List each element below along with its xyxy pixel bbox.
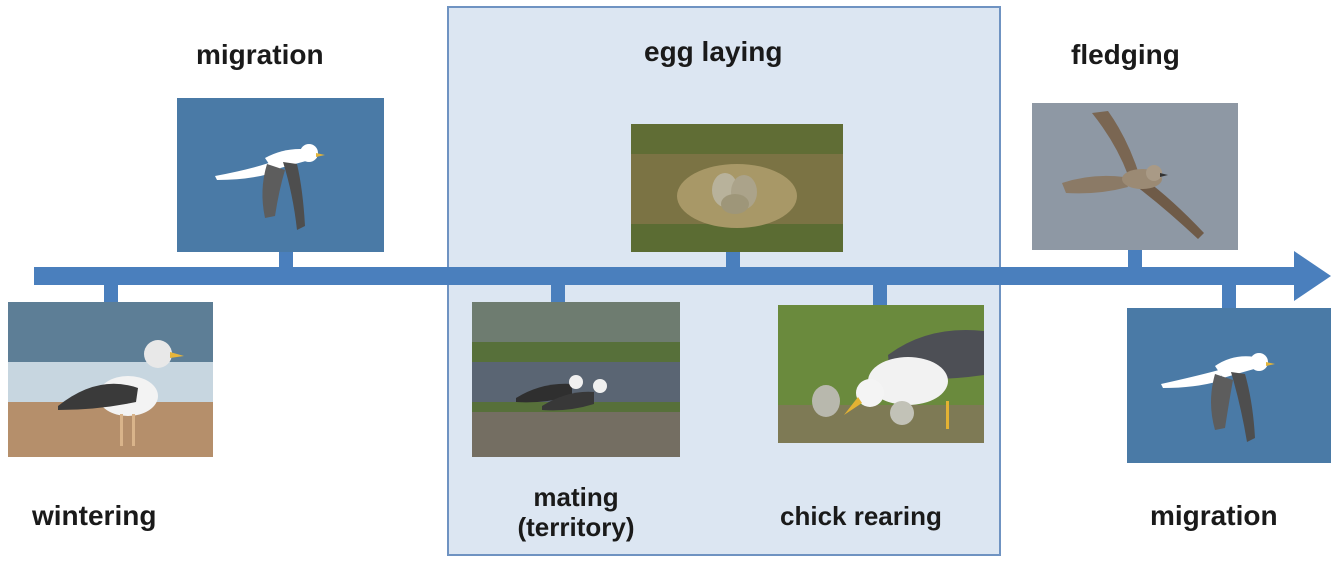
label-mating: mating (territory): [496, 483, 656, 543]
label-mating-line1: mating: [496, 483, 656, 513]
timeline-stem-wintering: [104, 283, 118, 303]
photo-egg-laying-nest: [631, 124, 843, 252]
flying-gull-illustration: [177, 98, 384, 252]
mating-gulls-illustration: [472, 302, 680, 457]
photo-fledging-juvenile: [1032, 103, 1238, 250]
juvenile-gull-illustration: [1032, 103, 1238, 250]
label-migration-2: migration: [1150, 500, 1278, 532]
timeline-axis: [34, 267, 1296, 285]
photo-migration-gull-2: [1127, 308, 1331, 463]
nest-illustration: [631, 124, 843, 252]
timeline-stem-migration-1: [279, 250, 293, 270]
timeline-stem-mating: [551, 283, 565, 303]
standing-gull-illustration: [8, 302, 213, 457]
timeline-stem-chick-rearing: [873, 283, 887, 306]
photo-migration-gull-1: [177, 98, 384, 252]
flying-gull-illustration: [1127, 308, 1331, 463]
label-fledging: fledging: [1071, 39, 1180, 71]
photo-wintering-gull: [8, 302, 213, 457]
timeline-stem-fledging: [1128, 248, 1142, 270]
label-wintering: wintering: [32, 500, 156, 532]
timeline-stem-migration-2: [1222, 283, 1236, 308]
label-chick-rearing: chick rearing: [780, 502, 942, 532]
chick-rearing-illustration: [778, 305, 984, 443]
timeline-stem-egg-laying: [726, 250, 740, 270]
label-mating-line2: (territory): [496, 513, 656, 543]
label-migration-1: migration: [196, 39, 324, 71]
timeline-arrow-head: [1294, 251, 1331, 301]
photo-mating-pair: [472, 302, 680, 457]
label-egg-laying: egg laying: [644, 36, 782, 68]
photo-chick-rearing: [778, 305, 984, 443]
